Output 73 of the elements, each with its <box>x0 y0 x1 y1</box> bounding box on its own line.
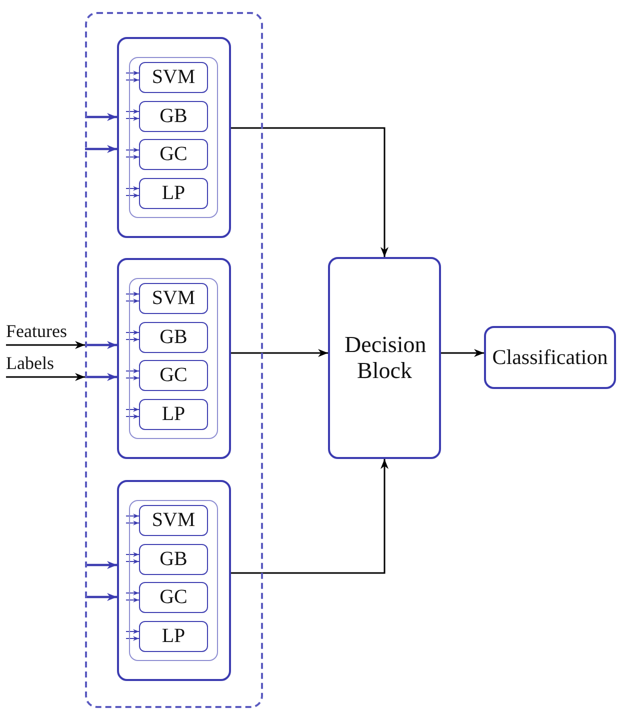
ensemble-panel <box>117 480 231 681</box>
arrow <box>126 520 140 526</box>
arrow <box>126 298 140 304</box>
arrow <box>126 193 140 198</box>
classifier-name: LP <box>162 182 186 204</box>
arrow <box>126 330 140 335</box>
classifier-box <box>139 620 208 652</box>
classifier-name: GC <box>160 143 188 166</box>
arrow <box>126 376 140 380</box>
arrow <box>126 109 140 114</box>
ensemble-panel <box>117 37 231 238</box>
classifier-stack-frame <box>129 57 218 218</box>
classifier-name: SVM <box>152 287 196 310</box>
classifier-box <box>139 283 208 314</box>
classifier-name: GC <box>160 586 188 609</box>
classifier-name: GB <box>160 104 188 128</box>
block-title: Decision Block <box>344 332 424 384</box>
arrow <box>126 78 140 82</box>
classifier-box <box>139 505 208 536</box>
classifier-box <box>139 139 208 170</box>
classifier-name: LP <box>162 402 186 426</box>
classifier-box <box>139 322 208 352</box>
arrow <box>126 552 140 557</box>
classifier-box <box>139 62 208 93</box>
classifier-box <box>139 544 208 574</box>
arrow <box>126 116 140 121</box>
arrow <box>126 292 140 296</box>
input-label: Features <box>6 320 84 342</box>
decision-box <box>328 257 441 459</box>
classifier-stack-frame <box>129 278 218 439</box>
dashed-group-frame <box>85 12 263 708</box>
arrow <box>126 590 140 596</box>
arrow <box>85 373 117 381</box>
arrow <box>126 559 140 564</box>
arrow <box>85 341 117 349</box>
arrow <box>85 145 117 153</box>
arrow <box>126 337 140 342</box>
classifier-name: GC <box>160 364 188 387</box>
classifier-box <box>139 100 208 132</box>
arrow <box>126 70 140 76</box>
classifier-box <box>139 178 208 208</box>
arrow <box>126 629 140 634</box>
arrow <box>6 341 85 349</box>
arrow <box>231 459 388 574</box>
classifier-name: SVM <box>152 509 196 532</box>
arrow <box>126 154 140 160</box>
classifier-box <box>139 398 208 430</box>
arrow <box>126 514 140 518</box>
arrow <box>126 368 140 374</box>
classifier-name: GB <box>160 326 188 348</box>
output-label: Classification <box>492 345 608 370</box>
arrow <box>126 636 140 641</box>
arrow <box>126 407 140 412</box>
ensemble-panel <box>117 258 231 459</box>
output-box <box>484 326 616 389</box>
arrow <box>85 593 117 601</box>
classifier-box <box>139 360 208 391</box>
arrow <box>126 186 140 191</box>
arrow <box>85 561 117 569</box>
arrow <box>6 373 85 381</box>
classifier-name: GB <box>160 548 188 570</box>
arrow <box>441 349 484 357</box>
classifier-name: SVM <box>152 66 196 89</box>
arrow <box>126 148 140 152</box>
arrow <box>126 414 140 419</box>
arrow <box>85 113 117 121</box>
arrow <box>231 349 328 357</box>
arrow <box>126 598 140 602</box>
input-label: Labels <box>6 352 68 374</box>
arrow <box>231 127 388 257</box>
classifier-box <box>139 582 208 613</box>
classifier-stack-frame <box>129 500 218 661</box>
classifier-name: LP <box>162 624 186 648</box>
